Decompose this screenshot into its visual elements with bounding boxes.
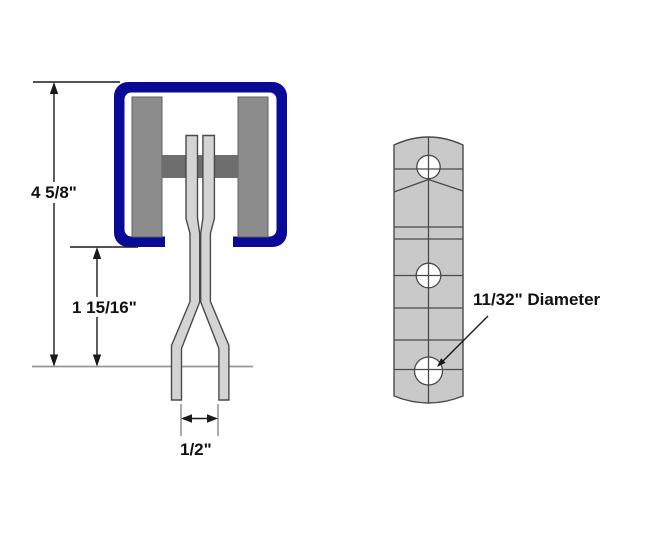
- strap-chamfer-right: [428, 178, 464, 192]
- strap-chamfer-left: [393, 178, 429, 193]
- leader-line: [440, 315, 489, 364]
- dim-height-arrow-up: [49, 82, 59, 94]
- hanger-fork-right-half: [200, 134, 230, 401]
- trolley-axle: [162, 155, 238, 178]
- dim-drop-arrow-up: [92, 247, 102, 259]
- hanger-fork-left-half: [170, 134, 201, 401]
- dimension-label-leg-gap: 1/2": [180, 440, 212, 459]
- leader-arrowhead: [437, 358, 446, 367]
- dim-gap-arrow-right: [207, 414, 218, 423]
- hole-diameter-note: 11/32" Diameter: [473, 290, 601, 309]
- dim-drop-arrow-down: [92, 354, 102, 367]
- trolley-wheel-left: [131, 96, 163, 238]
- trolley-wheel-right: [237, 96, 269, 238]
- dimension-label-overall-height: 4 5/8": [31, 183, 77, 202]
- dimension-label-hanger-drop: 1 15/16": [72, 298, 137, 317]
- dim-height-arrow-down: [49, 354, 59, 367]
- dim-gap-arrow-left: [181, 414, 192, 423]
